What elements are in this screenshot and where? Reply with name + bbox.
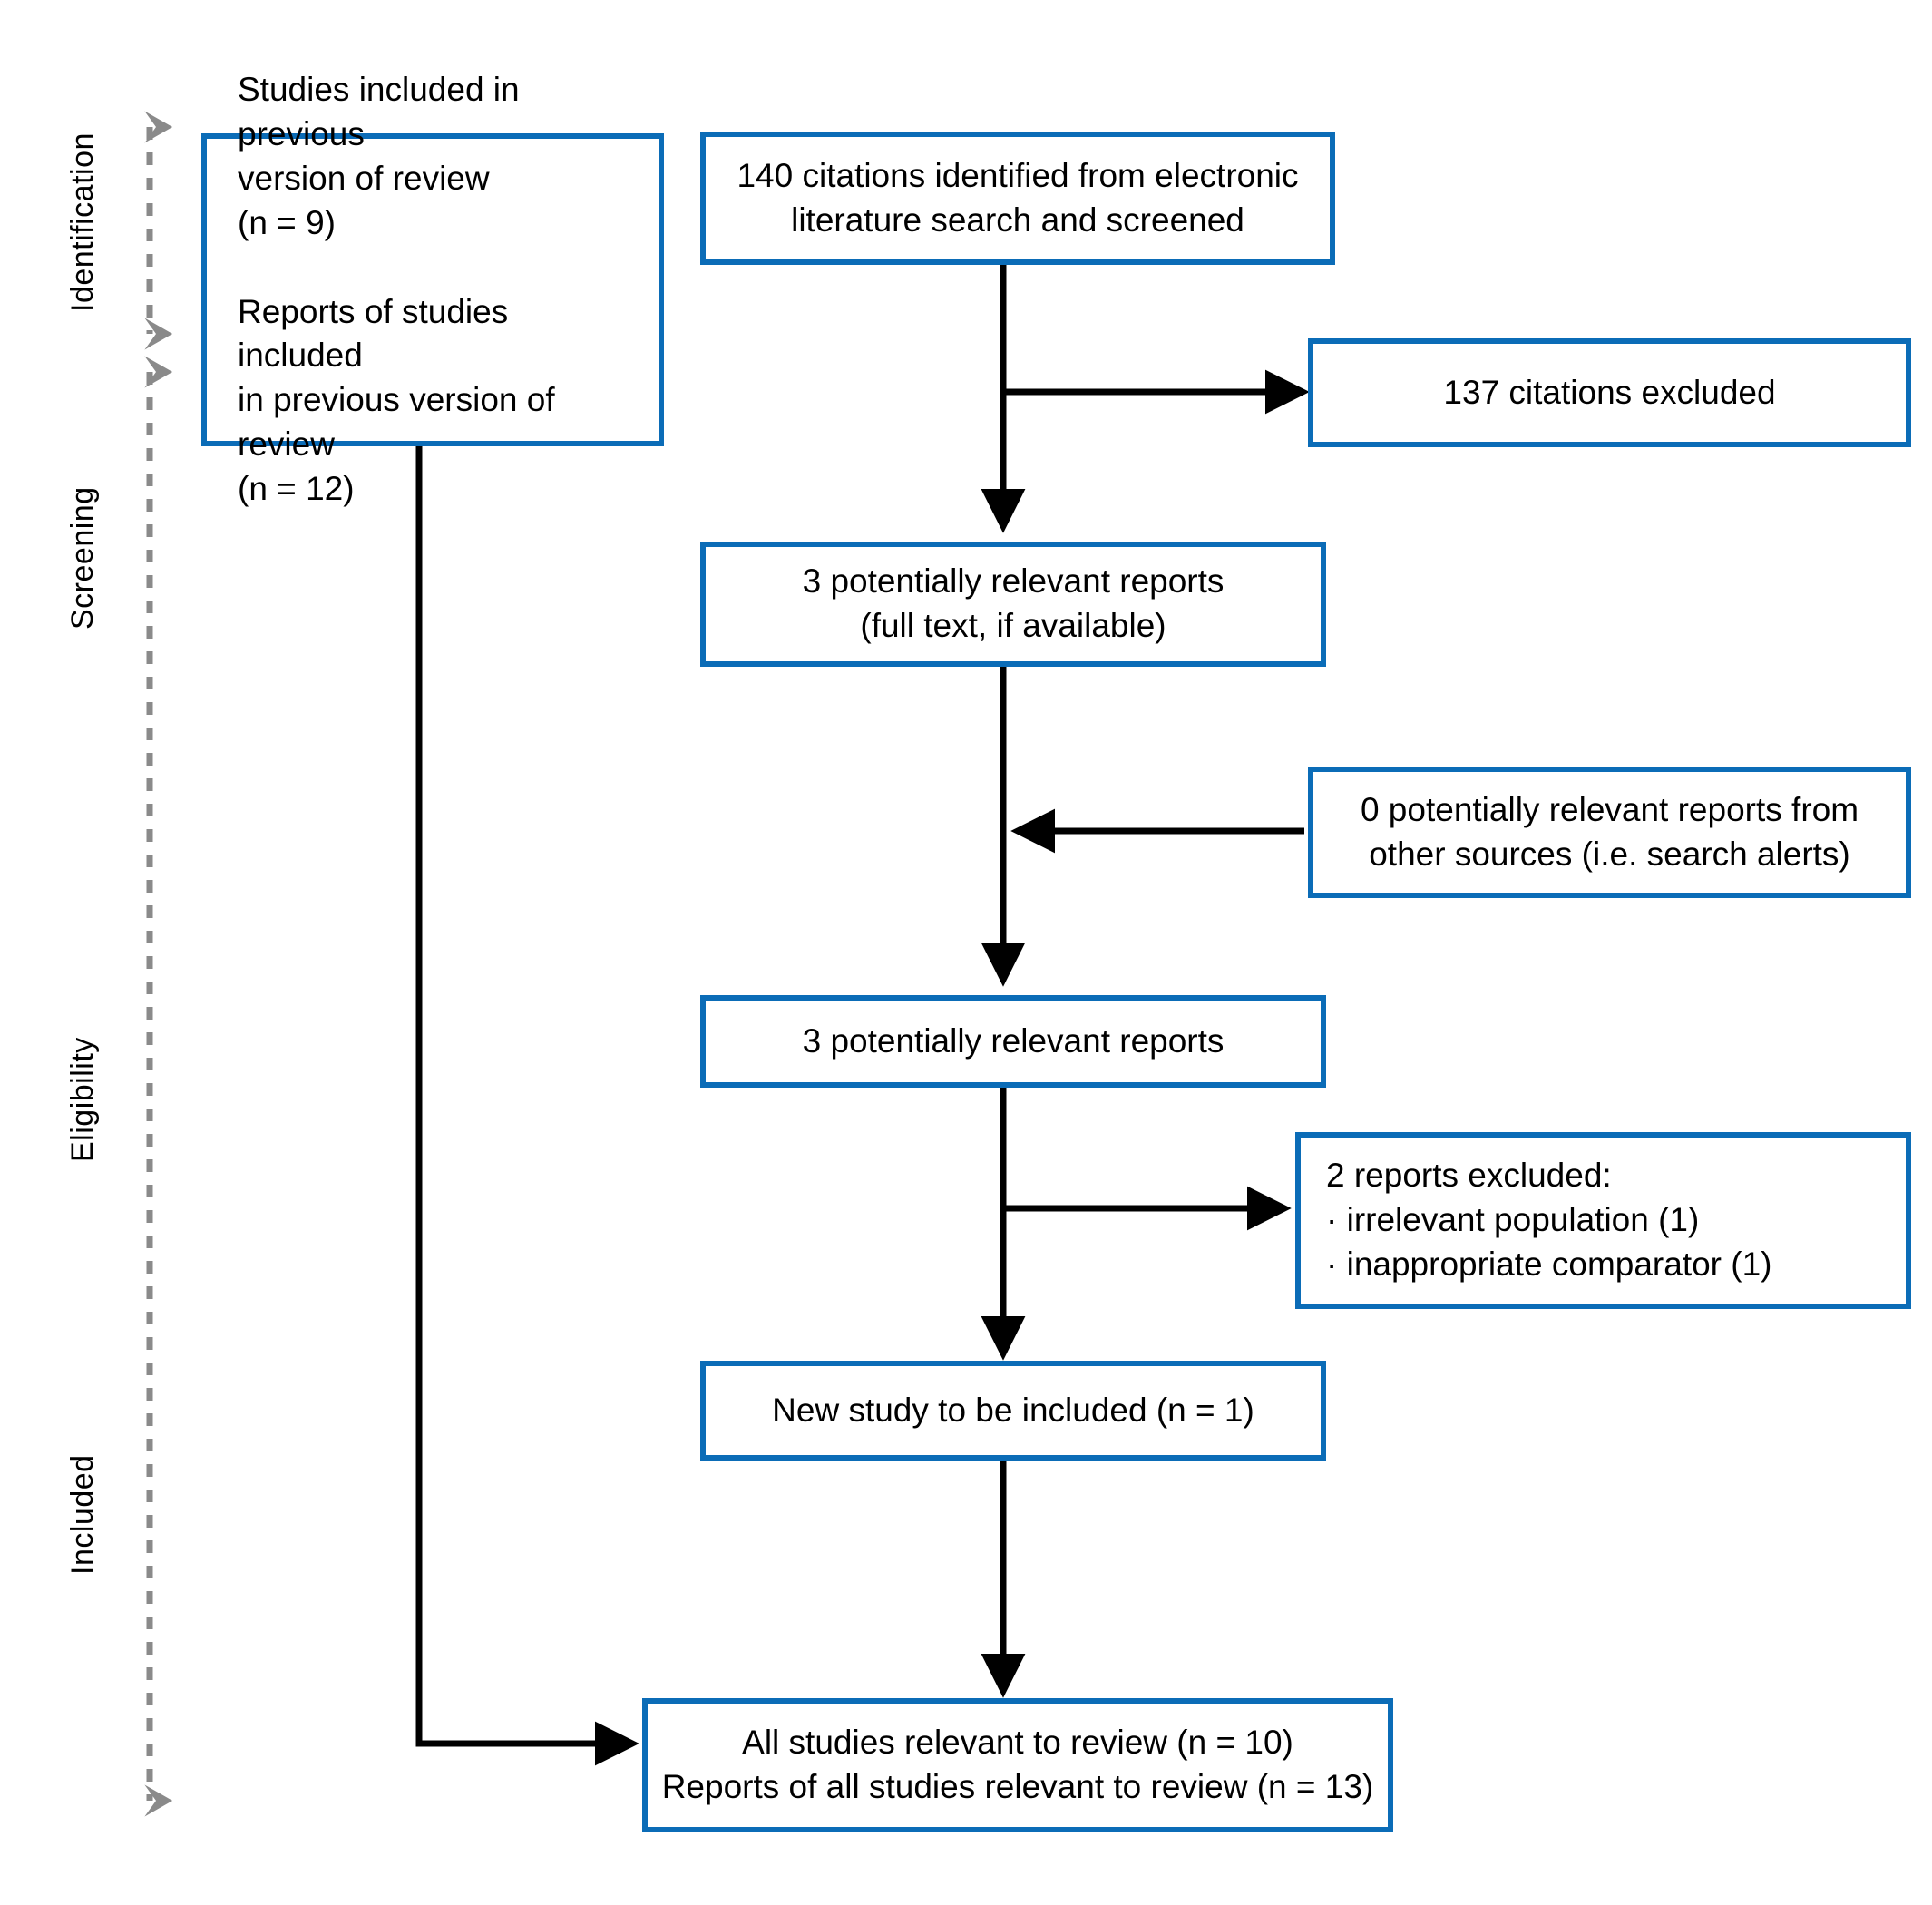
box-previous-version-of-review: Studies included in previous version of … bbox=[201, 71, 664, 507]
box-citations-identified: 140 citations identified from electronic… bbox=[700, 132, 1335, 265]
box-other-sources: 0 potentially relevant reports from othe… bbox=[1308, 767, 1911, 898]
box-reports-excluded: 2 reports excluded: · irrelevant populat… bbox=[1295, 1132, 1911, 1309]
box-line: (n = 12) bbox=[238, 469, 355, 507]
box-line: 3 potentially relevant reports bbox=[802, 562, 1225, 601]
stage-label-identification: Identification bbox=[65, 132, 100, 312]
stage-label-included: Included bbox=[65, 1454, 100, 1576]
box-line: 3 potentially relevant reports bbox=[802, 1021, 1225, 1060]
box-line: other sources (i.e. search alerts) bbox=[1369, 835, 1850, 873]
stage-label-eligibility: Eligibility bbox=[65, 1037, 100, 1163]
box-line: version of review bbox=[238, 160, 490, 198]
box-all-studies-relevant: All studies relevant to review (n = 10) … bbox=[642, 1698, 1393, 1832]
box-line: 137 citations excluded bbox=[1443, 373, 1776, 411]
box-line: (n = 9) bbox=[238, 203, 336, 241]
box-line: New study to be included (n = 1) bbox=[772, 1391, 1254, 1429]
box-line: Studies included in previous bbox=[238, 71, 520, 153]
box-line: All studies relevant to review (n = 10) bbox=[742, 1724, 1293, 1762]
box-line: (full text, if available) bbox=[860, 607, 1166, 644]
box-new-study-included: New study to be included (n = 1) bbox=[700, 1361, 1326, 1460]
box-line: Reports of studies included bbox=[238, 292, 509, 375]
stage-label-screening: Screening bbox=[65, 486, 100, 630]
box-line: in previous version of review bbox=[238, 381, 555, 463]
connector-previous-to-all bbox=[415, 446, 639, 1766]
box-potentially-relevant-fulltext: 3 potentially relevant reports (full tex… bbox=[700, 542, 1326, 667]
box-line: Reports of all studies relevant to revie… bbox=[661, 1768, 1374, 1805]
box-potentially-relevant-reports: 3 potentially relevant reports bbox=[700, 995, 1326, 1088]
box-line-spacer bbox=[238, 246, 247, 290]
box-line: 140 citations identified from electronic bbox=[737, 156, 1299, 194]
box-line: literature search and screened bbox=[791, 200, 1244, 239]
box-citations-excluded: 137 citations excluded bbox=[1308, 338, 1911, 447]
box-line: 2 reports excluded: bbox=[1326, 1157, 1612, 1195]
box-line: · inappropriate comparator (1) bbox=[1326, 1245, 1772, 1283]
box-line: · irrelevant population (1) bbox=[1326, 1201, 1700, 1239]
box-line: 0 potentially relevant reports from bbox=[1360, 790, 1859, 828]
